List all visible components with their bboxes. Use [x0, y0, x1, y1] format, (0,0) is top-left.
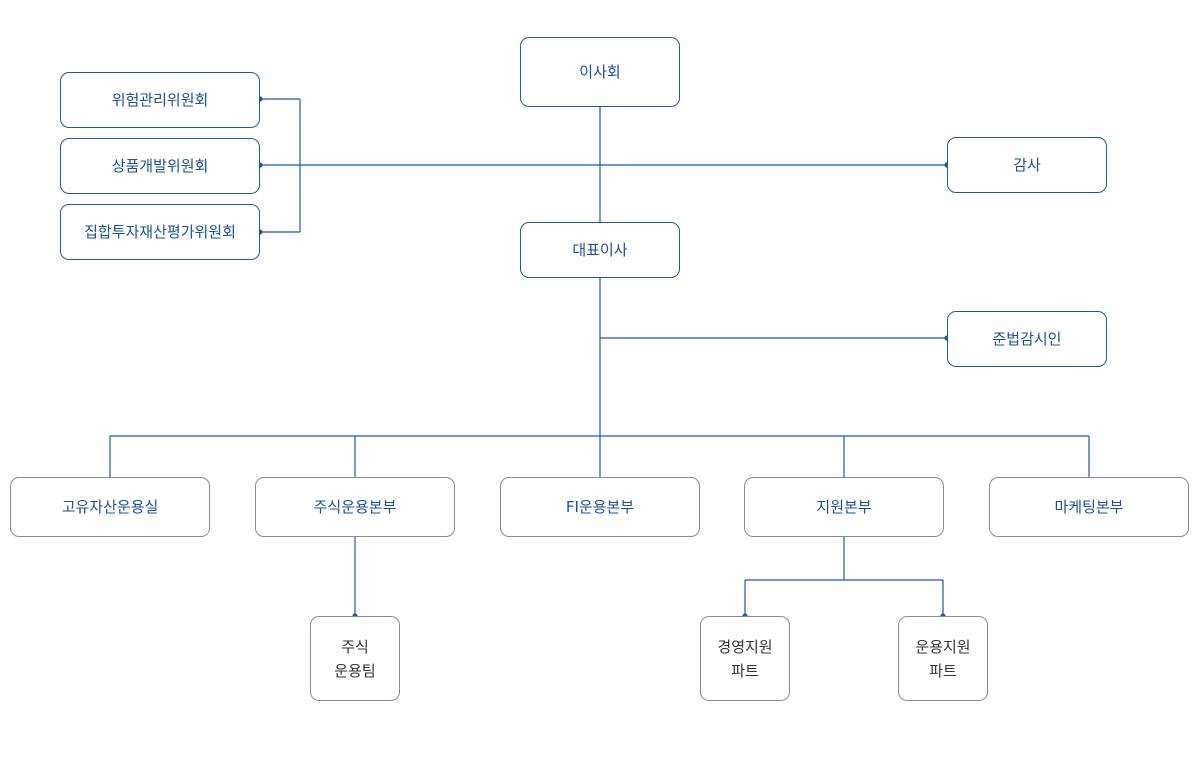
part-management-support-label-line2: 파트	[731, 661, 759, 680]
committee-product-node[interactable]: 상품개발위원회	[60, 138, 260, 194]
part-operations-support-label-line1: 운용지원	[915, 637, 971, 656]
division-proprietary-label: 고유자산운용실	[61, 498, 159, 516]
part-operations-support-label-line2: 파트	[929, 661, 957, 680]
division-fi-node[interactable]: FI운용본부	[500, 477, 700, 537]
team-equity-label-line1: 주식	[341, 637, 369, 656]
division-support-node[interactable]: 지원본부	[744, 477, 944, 537]
committee-valuation-label: 집합투자재산평가위원회	[84, 223, 236, 241]
audit-node[interactable]: 감사	[947, 137, 1107, 193]
part-operations-support-node[interactable]: 운용지원 파트	[898, 616, 988, 701]
team-equity-node[interactable]: 주식 운용팀	[310, 616, 400, 701]
audit-label: 감사	[1013, 156, 1041, 174]
part-management-support-node[interactable]: 경영지원 파트	[700, 616, 790, 701]
division-marketing-label: 마케팅본부	[1054, 498, 1124, 516]
division-equity-label: 주식운용본부	[313, 498, 397, 516]
ceo-label: 대표이사	[572, 241, 628, 259]
committee-risk-node[interactable]: 위험관리위원회	[60, 72, 260, 128]
division-support-label: 지원본부	[816, 498, 872, 516]
division-marketing-node[interactable]: 마케팅본부	[989, 477, 1189, 537]
committee-valuation-node[interactable]: 집합투자재산평가위원회	[60, 204, 260, 260]
compliance-officer-label: 준법감시인	[992, 330, 1062, 348]
board-label: 이사회	[579, 63, 621, 81]
committee-product-label: 상품개발위원회	[111, 157, 209, 175]
board-node[interactable]: 이사회	[520, 37, 680, 107]
team-equity-label-line2: 운용팀	[334, 661, 376, 680]
division-proprietary-node[interactable]: 고유자산운용실	[10, 477, 210, 537]
ceo-node[interactable]: 대표이사	[520, 222, 680, 278]
part-management-support-label-line1: 경영지원	[717, 637, 773, 656]
compliance-officer-node[interactable]: 준법감시인	[947, 311, 1107, 367]
committee-risk-label: 위험관리위원회	[111, 91, 209, 109]
division-fi-label: FI운용본부	[565, 498, 635, 516]
division-equity-node[interactable]: 주식운용본부	[255, 477, 455, 537]
